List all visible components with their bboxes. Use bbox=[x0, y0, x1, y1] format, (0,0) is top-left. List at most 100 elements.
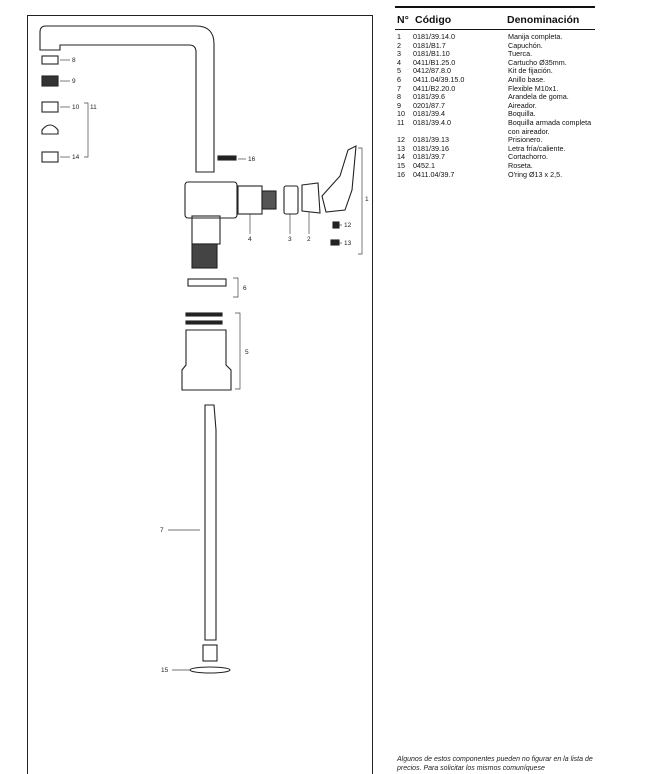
part-code: 0181/39.14.0 bbox=[413, 32, 455, 41]
part-description: Manija completa. bbox=[508, 32, 563, 41]
callout-6: 6 bbox=[243, 285, 247, 292]
callout-2: 2 bbox=[307, 236, 311, 243]
hot-cold-letter-drawing bbox=[330, 239, 340, 246]
part-number: 15 bbox=[397, 160, 405, 170]
table-row: 2 0181/B1.7 Capuchón. bbox=[397, 40, 602, 51]
fixing-kit-drawing bbox=[181, 329, 232, 391]
leader-lines bbox=[60, 59, 363, 671]
table-row: 9 0201/87.7 Aireador. bbox=[397, 100, 602, 111]
part-number: 3 bbox=[397, 49, 401, 59]
oring-a-drawing bbox=[185, 312, 223, 317]
hose-fitting-drawing bbox=[202, 644, 218, 662]
part-number: 11 bbox=[397, 117, 405, 127]
part-code: 0181/39.4.0 bbox=[413, 117, 451, 127]
nozzle-cap-drawing bbox=[41, 124, 59, 135]
rosette-drawing bbox=[189, 666, 231, 674]
callout-15: 15 bbox=[161, 667, 169, 674]
part-number: 1 bbox=[397, 32, 401, 41]
part-description: Kit de fijación. bbox=[508, 66, 553, 76]
flexible-hose-drawing bbox=[204, 404, 217, 641]
part-code: 0181/39.13 bbox=[413, 135, 449, 145]
table-row: 14 0181/39.7 Cortachorro. bbox=[397, 153, 602, 162]
diagram-frame bbox=[27, 15, 373, 774]
part-number: 8 bbox=[397, 92, 401, 102]
part-code: 0201/87.7 bbox=[413, 100, 445, 110]
part-code: 0411.04/39.15.0 bbox=[413, 74, 465, 84]
body-neck-drawing bbox=[191, 215, 221, 245]
part-number: 6 bbox=[397, 74, 401, 84]
base-ring-drawing bbox=[187, 278, 227, 287]
part-description: Flexible M10x1. bbox=[508, 83, 559, 93]
part-description: Tuerca. bbox=[508, 49, 533, 59]
part-description: Aireador. bbox=[508, 100, 537, 110]
table-row: 3 0181/B1.10 Tuerca. bbox=[397, 50, 602, 59]
callout-9: 9 bbox=[72, 78, 76, 85]
part-number: 13 bbox=[397, 143, 405, 153]
footnote: Algunos de estos componentes pueden no f… bbox=[397, 756, 593, 772]
body-drawing bbox=[184, 181, 238, 219]
part-code: 0181/39.7 bbox=[413, 152, 445, 162]
oring-b-drawing bbox=[185, 320, 223, 325]
nut-drawing bbox=[283, 185, 299, 215]
part-code: 0411.04/39.7 bbox=[413, 169, 455, 179]
callout-13: 13 bbox=[344, 240, 352, 247]
spout-oring-drawing bbox=[217, 155, 237, 161]
washer-drawing bbox=[41, 55, 59, 65]
callout-4: 4 bbox=[248, 236, 252, 243]
part-code: 0181/B1.10 bbox=[413, 49, 450, 59]
part-code: 0181/39.4 bbox=[413, 109, 445, 119]
table-row: 1 0181/39.14.0 Manija completa. bbox=[397, 32, 602, 42]
part-number: 16 bbox=[397, 169, 405, 179]
spout-drawing bbox=[39, 25, 215, 173]
set-screw-drawing bbox=[332, 221, 340, 229]
part-description: Arandela de goma. bbox=[508, 92, 569, 102]
header-rule bbox=[395, 29, 595, 30]
header-description: Denominación bbox=[507, 14, 580, 26]
part-description: Cartucho Ø35mm. bbox=[508, 57, 567, 67]
part-description: O'ring Ø13 x 2,5. bbox=[508, 169, 563, 179]
table-row: 10 0181/39.4 Boquilla. bbox=[397, 110, 602, 119]
part-code: 0452.1 bbox=[413, 160, 435, 170]
cap-drawing bbox=[301, 182, 321, 214]
part-code: 0181/B1.7 bbox=[413, 40, 446, 50]
part-number: 2 bbox=[397, 40, 401, 50]
callout-11: 11 bbox=[90, 104, 97, 111]
aerator-drawing bbox=[41, 75, 59, 87]
nozzle-drawing bbox=[41, 101, 59, 113]
table-row: 6 0411.04/39.15.0 Anillo base. bbox=[397, 74, 602, 85]
part-description: Anillo base. bbox=[508, 74, 546, 84]
callout-5: 5 bbox=[245, 349, 249, 356]
part-number: 14 bbox=[397, 152, 405, 162]
threaded-stem-drawing bbox=[191, 243, 218, 269]
part-description: Cortachorro. bbox=[508, 152, 548, 162]
part-description: Boquilla. bbox=[508, 109, 536, 119]
part-description: Capuchón. bbox=[508, 40, 543, 50]
table-row: 12 0181/39.13 Prisionero. bbox=[397, 136, 602, 145]
part-number: 5 bbox=[397, 66, 401, 76]
callout-8: 8 bbox=[72, 57, 76, 64]
part-description: Prisionero. bbox=[508, 135, 543, 145]
part-number: 7 bbox=[397, 83, 401, 93]
lever-handle-drawing bbox=[321, 145, 357, 213]
part-number: 4 bbox=[397, 57, 401, 67]
part-description: Letra fría/caliente. bbox=[508, 143, 566, 153]
callout-14: 14 bbox=[72, 154, 80, 161]
table-header: N° Código Denominación bbox=[397, 14, 597, 29]
part-number: 10 bbox=[397, 109, 405, 119]
part-number: 12 bbox=[397, 135, 405, 145]
exploded-view-diagram: 8 9 10 11 14 16 4 3 2 1 12 13 6 5 7 15 bbox=[39, 25, 369, 674]
part-description: Roseta. bbox=[508, 160, 533, 170]
callout-1: 1 bbox=[365, 196, 369, 203]
jet-breaker-drawing bbox=[41, 151, 59, 163]
table-row: 15 0452.1 Roseta. bbox=[397, 160, 602, 171]
table-row: 16 0411.04/39.7 O'ring Ø13 x 2,5. bbox=[397, 169, 602, 180]
part-number: 9 bbox=[397, 100, 401, 110]
callout-3: 3 bbox=[288, 236, 292, 243]
top-rule bbox=[395, 6, 595, 8]
callout-7: 7 bbox=[160, 527, 164, 534]
